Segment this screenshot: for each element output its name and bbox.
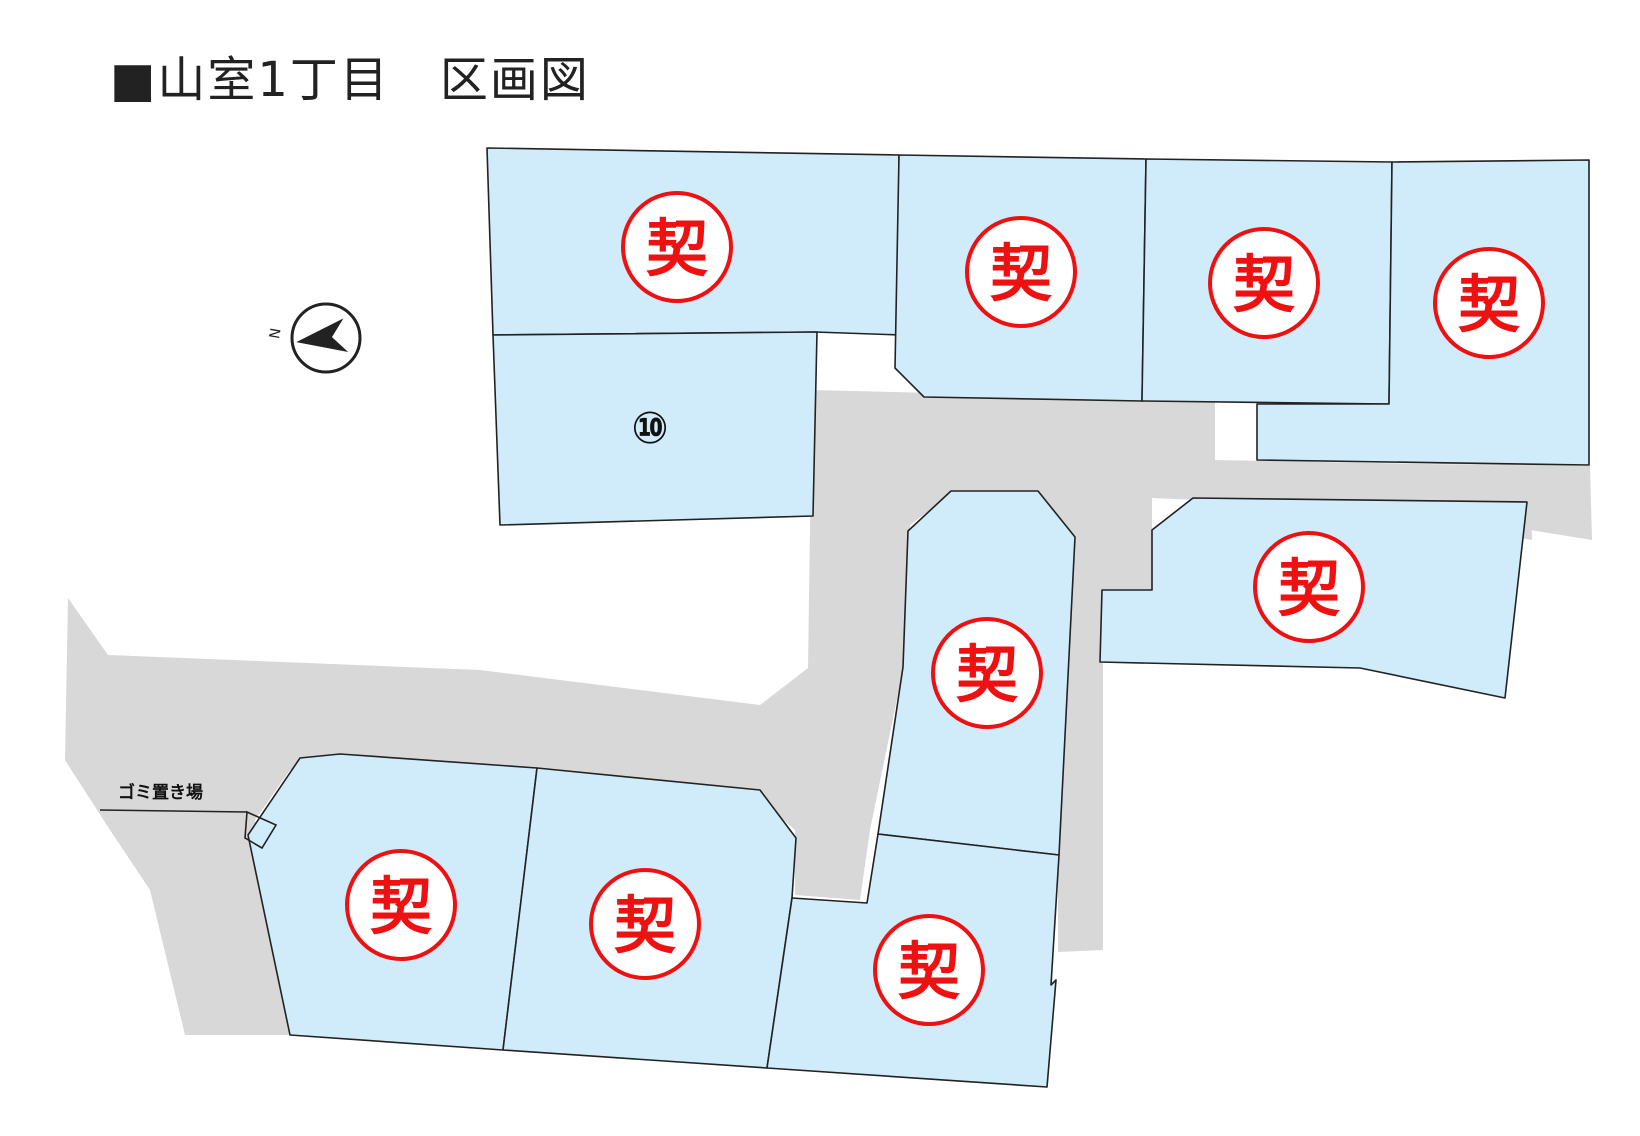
lot-mark-1: 契: [965, 216, 1077, 328]
lot-4[interactable]: [492, 331, 818, 526]
lot-mark-3: 契: [1433, 247, 1545, 359]
lot-mark-text-1: 契: [990, 237, 1052, 310]
road-east-strip: [1260, 460, 1592, 540]
lot-mark-2: 契: [1208, 227, 1320, 339]
lot-mark-8: 契: [589, 868, 701, 980]
garbage-box: [244, 810, 278, 850]
lot-mark-0: 契: [621, 191, 733, 303]
road-area: [65, 390, 1592, 1035]
lot-mark-text-5: 契: [1278, 552, 1340, 625]
north-label: N: [267, 327, 285, 340]
lot-mark-text-4: ⑩: [631, 403, 668, 454]
north-arrow-icon: N: [267, 302, 362, 374]
garbage-leader-line: [99, 809, 248, 813]
garbage-area-label: ゴミ置き場: [118, 782, 203, 803]
page-title: ■山室1丁目 区画図: [110, 52, 590, 108]
lot-marks: 契 契 契 契 ⑩ 契 契 契 契: [345, 191, 1545, 1026]
lot-mark-text-7: 契: [370, 870, 432, 943]
lot-mark-text-0: 契: [646, 212, 708, 285]
lot-mark-text-3: 契: [1458, 268, 1520, 341]
lot-mark-7: 契: [345, 849, 457, 961]
lot-3[interactable]: [1256, 159, 1590, 466]
lot-mark-6: 契: [931, 617, 1043, 729]
lot-mark-text-8: 契: [614, 889, 676, 962]
lot-mark-4: ⑩: [631, 403, 668, 454]
lot-mark-text-2: 契: [1233, 248, 1295, 321]
lot-mark-9: 契: [873, 914, 985, 1026]
lot-mark-text-6: 契: [956, 638, 1018, 711]
road-west: [65, 390, 1532, 1035]
lot-mark-5: 契: [1253, 531, 1365, 643]
garbage-area: ゴミ置き場: [99, 782, 278, 850]
lot-mark-text-9: 契: [898, 935, 960, 1008]
